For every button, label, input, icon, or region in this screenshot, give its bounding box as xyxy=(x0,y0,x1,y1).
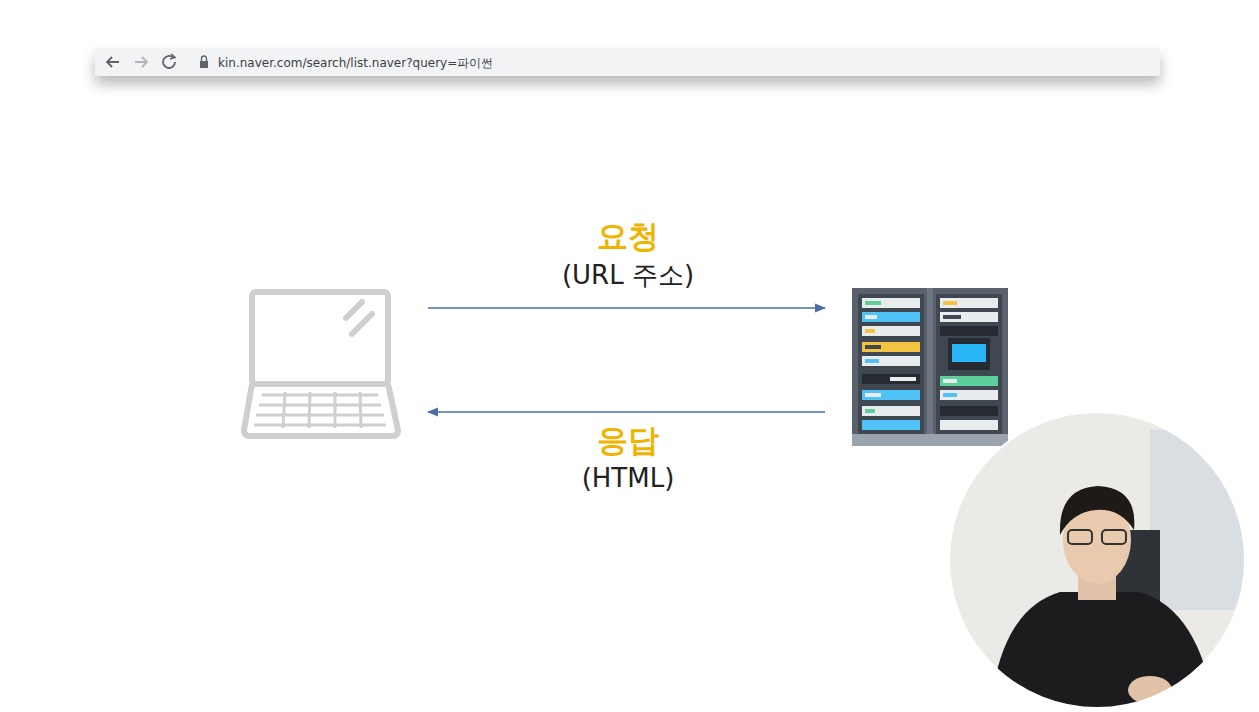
request-label: 요청 xyxy=(597,216,659,258)
url-text: kin.naver.com/search/list.naver?query=파이… xyxy=(218,55,493,72)
server-icon xyxy=(852,288,1008,446)
address-bar: kin.naver.com/search/list.naver?query=파이… xyxy=(95,48,1160,76)
webcam-inset xyxy=(949,412,1250,712)
response-arrow xyxy=(428,411,825,413)
browser-buttons xyxy=(95,48,215,76)
url-note: (URL 주소) xyxy=(562,258,694,293)
response-label: 응답 xyxy=(597,420,659,462)
laptop-icon xyxy=(244,292,398,436)
html-note: (HTML) xyxy=(582,463,675,493)
request-arrow xyxy=(428,307,825,309)
